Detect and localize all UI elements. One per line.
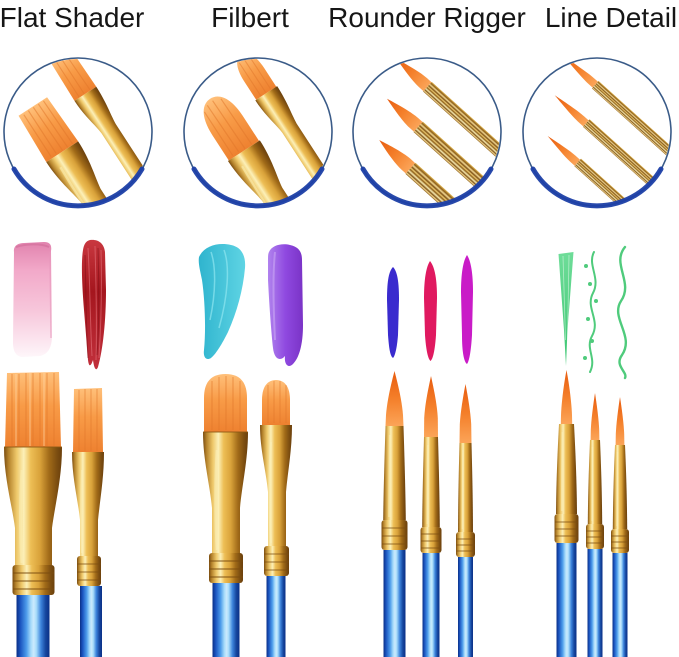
filbert-brush-small [260,380,292,657]
label-filbert: Filbert [211,2,289,33]
closeup-liner-brush-2 [554,95,670,201]
crimson-paint-stroke [424,261,437,361]
green-wavy-dotted-stroke [583,251,598,373]
detail-brush-medium [586,393,604,657]
closeup-round-brush-3 [379,140,478,205]
closeup-liner-brush-3 [547,136,648,205]
flat-shader-closeup [3,57,153,209]
label-rounder-rigger: Rounder Rigger [328,2,526,33]
blue-paint-stroke [387,267,399,358]
line-detail-closeup [522,57,672,209]
pink-paint-swatch [13,242,52,357]
closeup-filbert-brush-large [203,96,302,205]
magenta-paint-stroke [461,255,473,364]
purple-paint-swatch [268,244,303,367]
detail-brush-large [554,370,579,657]
teal-paint-swatch [198,244,246,360]
filbert-brush-large [203,374,248,657]
round-brush-medium [420,376,442,657]
flat-brush-large [4,372,62,657]
red-paint-swatch [81,239,106,370]
filbert-closeup [183,57,333,209]
green-taper-stroke [558,252,574,366]
round-brush-small [456,384,475,657]
flat-brush-small [72,388,104,657]
rounder-rigger-closeup [352,57,502,209]
round-brush-large [381,371,408,657]
label-line-detail: Line Detail [544,2,678,33]
closeup-flat-brush-large [18,97,121,205]
detail-brush-small [611,397,629,657]
green-wavy-stroke [616,245,628,380]
label-flat-shader: Flat Shader [0,2,145,33]
